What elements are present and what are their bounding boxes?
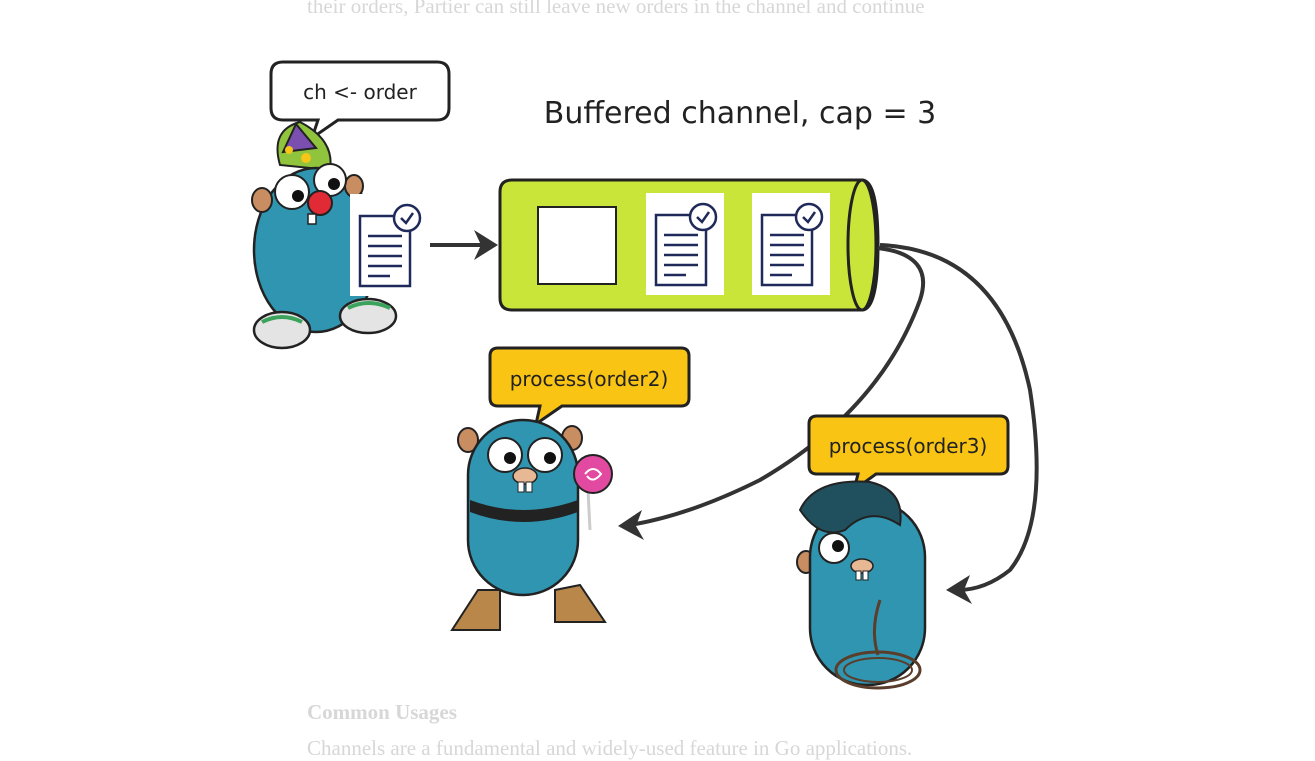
arrow-right-icon — [430, 230, 498, 260]
sender-speech-bubble: ch <- order — [269, 60, 451, 142]
buffered-order-icon — [644, 191, 726, 297]
worker2-bubble-text: process(order3) — [829, 434, 988, 458]
background-paragraph-top: their orders, Partier can still leave ne… — [307, 0, 925, 18]
arrow-to-worker-1 — [629, 246, 926, 527]
arrow-to-worker-2 — [879, 243, 1039, 592]
background-section-heading: Common Usages — [307, 700, 457, 724]
worker2-gopher — [796, 480, 927, 690]
order-document-icon — [348, 192, 430, 298]
diagram-title: Buffered channel, cap = 3 — [544, 96, 936, 131]
worker1-bubble-text: process(order2) — [510, 367, 669, 391]
worker1-speech-bubble: process(order2) — [488, 346, 691, 428]
sender-bubble-text: ch <- order — [303, 80, 417, 104]
empty-buffer-slot — [537, 206, 617, 285]
sender-gopher — [251, 120, 398, 350]
worker1-gopher — [450, 418, 613, 631]
worker2-speech-bubble: process(order3) — [807, 414, 1010, 494]
buffered-channel — [498, 178, 880, 312]
buffered-order-icon — [750, 191, 832, 297]
